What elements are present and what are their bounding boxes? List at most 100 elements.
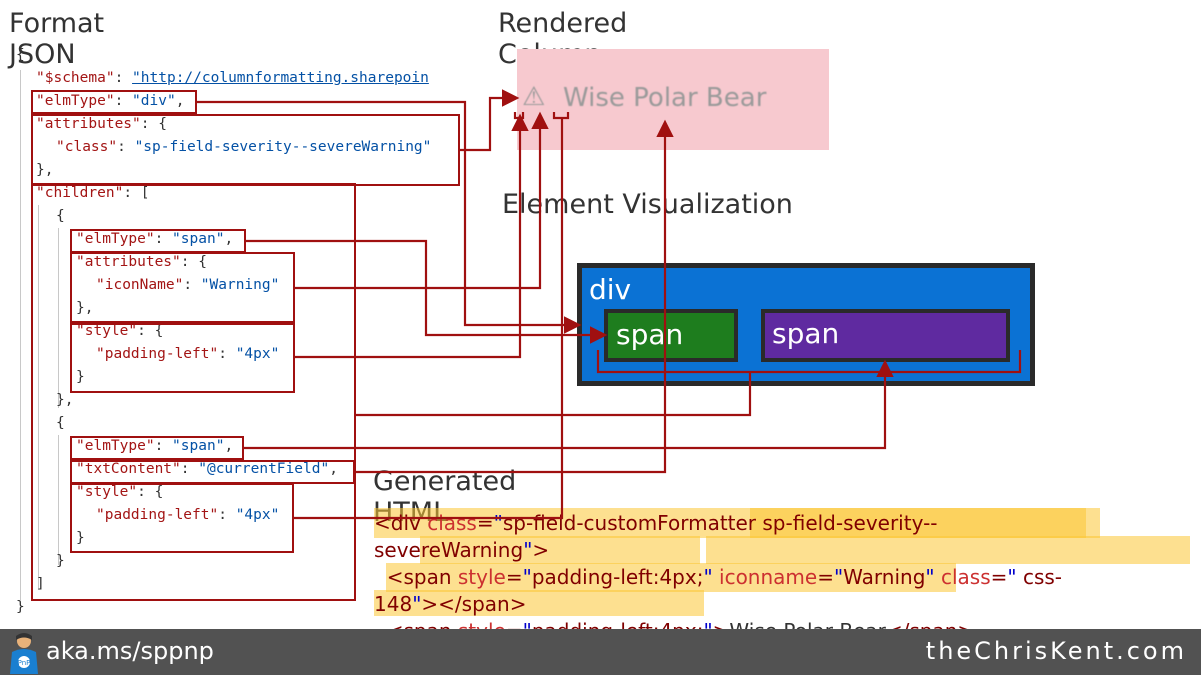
json-span2-style-box bbox=[70, 483, 294, 553]
json-token: "padding-left" bbox=[96, 346, 219, 362]
json-token: "txtContent" bbox=[76, 461, 181, 477]
json-span2-elmtype-box bbox=[70, 436, 244, 460]
html-token: = bbox=[505, 565, 523, 589]
html-token: " bbox=[833, 565, 844, 589]
json-code-line: } bbox=[16, 596, 431, 619]
html-token: = bbox=[817, 565, 834, 589]
json-token: } bbox=[76, 369, 85, 385]
json-code-line: }, bbox=[16, 389, 431, 412]
footer-brand: theChrisKent.com bbox=[925, 637, 1187, 665]
json-token: "children" bbox=[36, 185, 124, 201]
json-token: : bbox=[180, 461, 199, 477]
json-code-line: }, bbox=[16, 297, 431, 320]
html-token: padding-left:4px; bbox=[531, 565, 704, 589]
json-code-line: "txtContent": "@currentField", bbox=[16, 458, 431, 481]
html-token: = bbox=[990, 565, 1008, 589]
json-token: : { bbox=[180, 254, 207, 270]
children-brace-icon bbox=[596, 350, 1022, 378]
json-code-line: "elmType": "span", bbox=[16, 435, 431, 458]
json-code-line: "children": [ bbox=[16, 182, 431, 205]
json-token: "class" bbox=[56, 139, 118, 155]
html-token: " bbox=[703, 565, 713, 589]
html-token: <span bbox=[374, 565, 458, 589]
html-token: <div bbox=[374, 511, 428, 535]
div-element-label: div bbox=[589, 273, 632, 306]
html-token: css- bbox=[1016, 565, 1063, 589]
span-icon-element-label: span bbox=[616, 318, 684, 351]
connector-overlay bbox=[197, 89, 1022, 520]
connector-children bbox=[356, 378, 752, 417]
span-text-element-box bbox=[761, 309, 1010, 362]
html-token: > bbox=[532, 538, 550, 562]
json-token: : bbox=[114, 93, 133, 109]
html-highlight-band bbox=[706, 536, 1190, 564]
json-div-elmtype-box bbox=[31, 90, 197, 114]
footer-link[interactable]: aka.ms/sppnp bbox=[46, 637, 214, 665]
span-icon-element-box bbox=[604, 309, 738, 362]
json-token: } bbox=[56, 553, 65, 569]
html-token: class bbox=[427, 511, 477, 535]
connector-span2 bbox=[244, 359, 894, 450]
json-token: : bbox=[154, 438, 173, 454]
json-token: "4px" bbox=[235, 346, 280, 362]
html-token: " bbox=[412, 592, 422, 616]
warning-triangle-icon: ⚠ bbox=[522, 82, 546, 112]
rendered-brace-icon bbox=[513, 112, 570, 120]
json-div-attributes-box bbox=[31, 114, 460, 186]
json-token: "padding-left" bbox=[96, 507, 219, 523]
json-token: "span" bbox=[172, 438, 225, 454]
connector-txtcontent bbox=[355, 119, 674, 474]
json-token: : { bbox=[137, 323, 164, 339]
json-token: "elmType" bbox=[36, 93, 115, 109]
html-token: 148 bbox=[374, 592, 413, 616]
json-token: : bbox=[218, 346, 236, 362]
json-token: "attributes" bbox=[76, 254, 181, 270]
json-token: , bbox=[175, 93, 185, 109]
html-token: severeWarning bbox=[374, 538, 524, 562]
json-token: "div" bbox=[132, 93, 176, 109]
indent-guide bbox=[58, 435, 59, 565]
html-token: " bbox=[493, 511, 503, 535]
json-token: "http://columnformatting.sharepoin bbox=[132, 70, 429, 86]
html-highlight-band bbox=[386, 563, 956, 592]
json-token: "elmType" bbox=[76, 438, 155, 454]
connector-class bbox=[460, 89, 520, 152]
json-token: }, bbox=[56, 392, 74, 408]
span-text-element-label: span bbox=[772, 317, 840, 350]
indent-guide bbox=[20, 70, 21, 600]
json-children-box bbox=[31, 183, 356, 601]
json-token: }, bbox=[76, 300, 94, 316]
indent-guide bbox=[58, 228, 59, 408]
json-code-line: { bbox=[16, 44, 431, 67]
json-token: , bbox=[224, 438, 234, 454]
json-code-line: "style": { bbox=[16, 320, 431, 343]
json-code-line: "$schema": "http://columnformatting.shar… bbox=[16, 67, 431, 90]
json-token: : { bbox=[140, 116, 167, 132]
json-token: "span" bbox=[172, 231, 225, 247]
json-token: : bbox=[117, 139, 135, 155]
html-token: sp-field-customFormatter sp-field-severi… bbox=[502, 511, 938, 535]
connector-span1-style bbox=[295, 113, 529, 359]
json-token: { bbox=[56, 208, 65, 224]
json-code-line: "attributes": { bbox=[16, 251, 431, 274]
html-highlight-band bbox=[420, 536, 700, 564]
generated-html-line: severeWarning"> bbox=[374, 537, 549, 563]
json-token: , bbox=[224, 231, 234, 247]
json-token: "attributes" bbox=[36, 116, 141, 132]
json-token: "4px" bbox=[235, 507, 280, 523]
json-token: "style" bbox=[76, 323, 138, 339]
json-code-line: { bbox=[16, 412, 431, 435]
connector-span2-style bbox=[294, 118, 564, 520]
json-token: { bbox=[56, 415, 65, 431]
json-code-line: } bbox=[16, 527, 431, 550]
json-code-line: "padding-left": "4px" bbox=[16, 343, 431, 366]
json-token: "style" bbox=[76, 484, 138, 500]
html-token: " bbox=[1007, 565, 1017, 589]
json-token: "Warning" bbox=[200, 277, 280, 293]
json-code-line: "class": "sp-field-severity--severeWarni… bbox=[16, 136, 431, 159]
json-span1-style-box bbox=[70, 323, 295, 393]
json-code-line: { bbox=[16, 205, 431, 228]
generated-html-line: <span style="padding-left:4px;" iconname… bbox=[374, 564, 1062, 590]
rendered-field-text: Wise Polar Bear bbox=[563, 83, 767, 113]
json-code-line: } bbox=[16, 366, 431, 389]
